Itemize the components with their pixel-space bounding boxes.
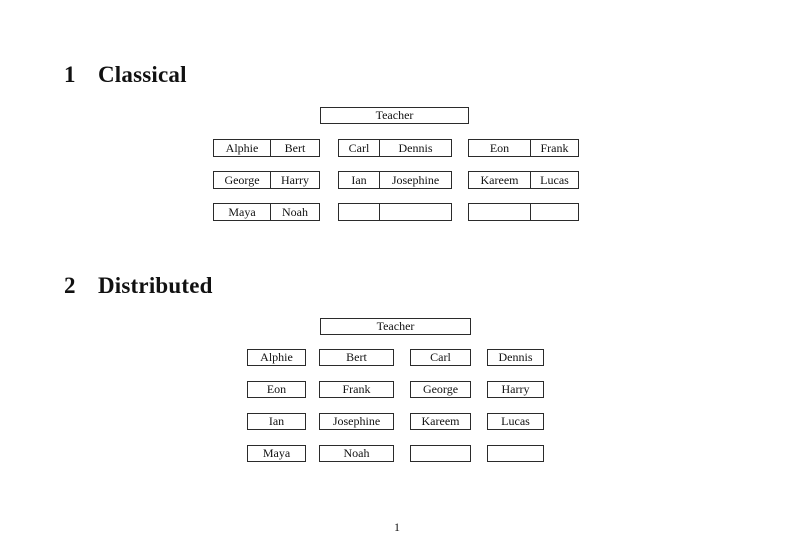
desk: George Harry [213, 171, 320, 189]
seat-cell: Lucas [540, 172, 569, 187]
seat-box: Alphie [247, 349, 306, 366]
teacher-box: Teacher [320, 107, 469, 124]
desk: Maya Noah [213, 203, 320, 221]
seat-cell-empty [380, 204, 451, 220]
seat-cell: Maya [214, 204, 271, 220]
seat-cell: Bert [284, 140, 306, 155]
seat-cell-empty [339, 204, 380, 220]
seat-box: Carl [410, 349, 471, 366]
teacher-label: Teacher [375, 108, 414, 122]
seat-box: Harry [487, 381, 544, 398]
teacher-box: Teacher [320, 318, 471, 335]
seat-cell: Alphie [214, 140, 271, 156]
section-number: 1 [64, 62, 76, 87]
seat-cell: Carl [339, 140, 380, 156]
seat-cell-empty [531, 204, 578, 220]
seat-cell: Noah [282, 204, 308, 219]
seat-box: Ian [247, 413, 306, 430]
desk: Eon Frank [468, 139, 579, 157]
seat-cell: Josephine [391, 172, 440, 187]
seat-box: Kareem [410, 413, 471, 430]
seat-cell: Kareem [469, 172, 531, 188]
page-number: 1 [394, 520, 400, 534]
seat-cell: Eon [469, 140, 531, 156]
seat-box: Eon [247, 381, 306, 398]
desk: Carl Dennis [338, 139, 452, 157]
seat-cell: Frank [540, 140, 569, 155]
seat-box: Maya [247, 445, 306, 462]
seat-cell: Harry [281, 172, 309, 187]
seat-cell: George [214, 172, 271, 188]
seat-box-empty [487, 445, 544, 462]
seat-box: Josephine [319, 413, 394, 430]
seat-cell-empty [469, 204, 531, 220]
seat-box: Frank [319, 381, 394, 398]
desk [338, 203, 452, 221]
section-heading-classical: 1 Classical [64, 63, 187, 86]
desk: Kareem Lucas [468, 171, 579, 189]
seat-cell: Ian [339, 172, 380, 188]
desk [468, 203, 579, 221]
seat-box: George [410, 381, 471, 398]
seat-box: Noah [319, 445, 394, 462]
teacher-label: Teacher [376, 319, 415, 333]
seat-box: Dennis [487, 349, 544, 366]
desk: Alphie Bert [213, 139, 320, 157]
desk: Ian Josephine [338, 171, 452, 189]
seat-cell: Dennis [398, 140, 433, 155]
section-number: 2 [64, 273, 76, 298]
seat-box-empty [410, 445, 471, 462]
section-heading-distributed: 2 Distributed [64, 274, 213, 297]
section-title: Classical [98, 62, 187, 87]
seat-box: Lucas [487, 413, 544, 430]
seat-box: Bert [319, 349, 394, 366]
section-title: Distributed [98, 273, 213, 298]
